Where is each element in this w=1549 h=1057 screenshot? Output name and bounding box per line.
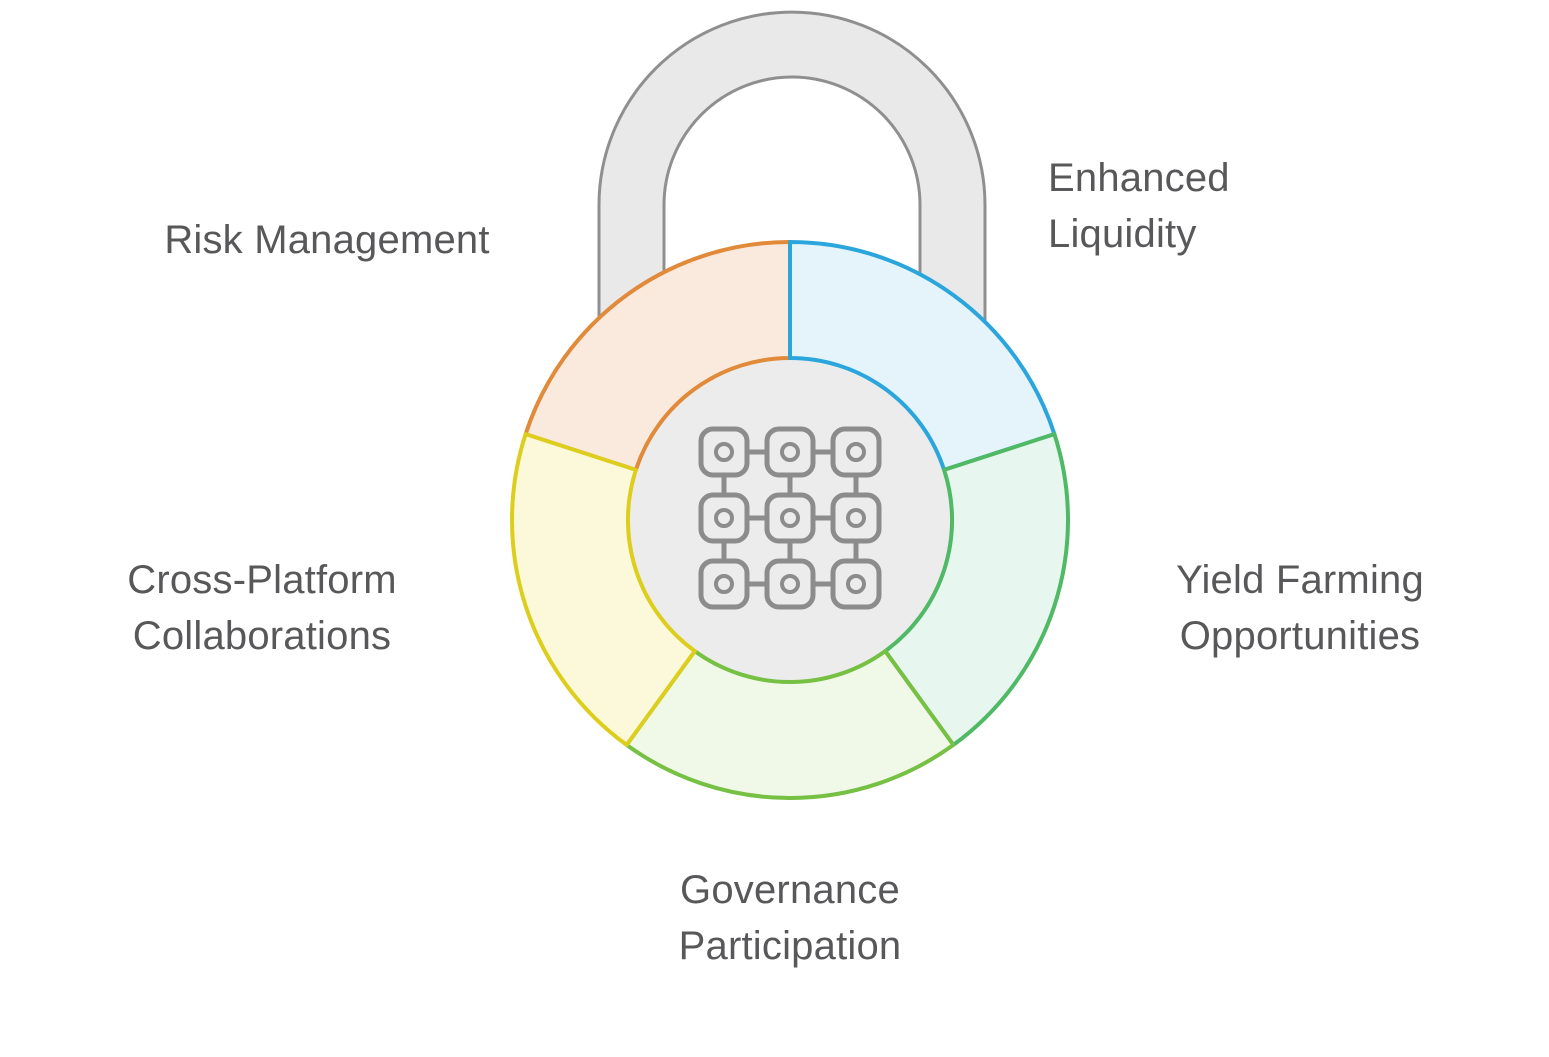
label-enhanced-liquidity: Enhanced Liquidity [1048, 156, 1230, 256]
combination-pattern-grid-icon [698, 426, 882, 610]
label-yield-farming-opportunities: Yield Farming Opportunities [1176, 558, 1424, 658]
label-risk-management: Risk Management [164, 218, 490, 262]
segment-cross-platform [510, 432, 697, 747]
segment-enhanced-liquidity [788, 240, 1057, 472]
padlock-shackle-icon [597, 10, 987, 342]
label-cross-platform-collaborations: Cross-Platform Collaborations [127, 558, 397, 658]
segment-risk-management [523, 240, 792, 472]
segment-governance [624, 649, 956, 800]
label-governance-participation: Governance Participation [678, 868, 902, 968]
segment-yield-farming [883, 432, 1070, 747]
